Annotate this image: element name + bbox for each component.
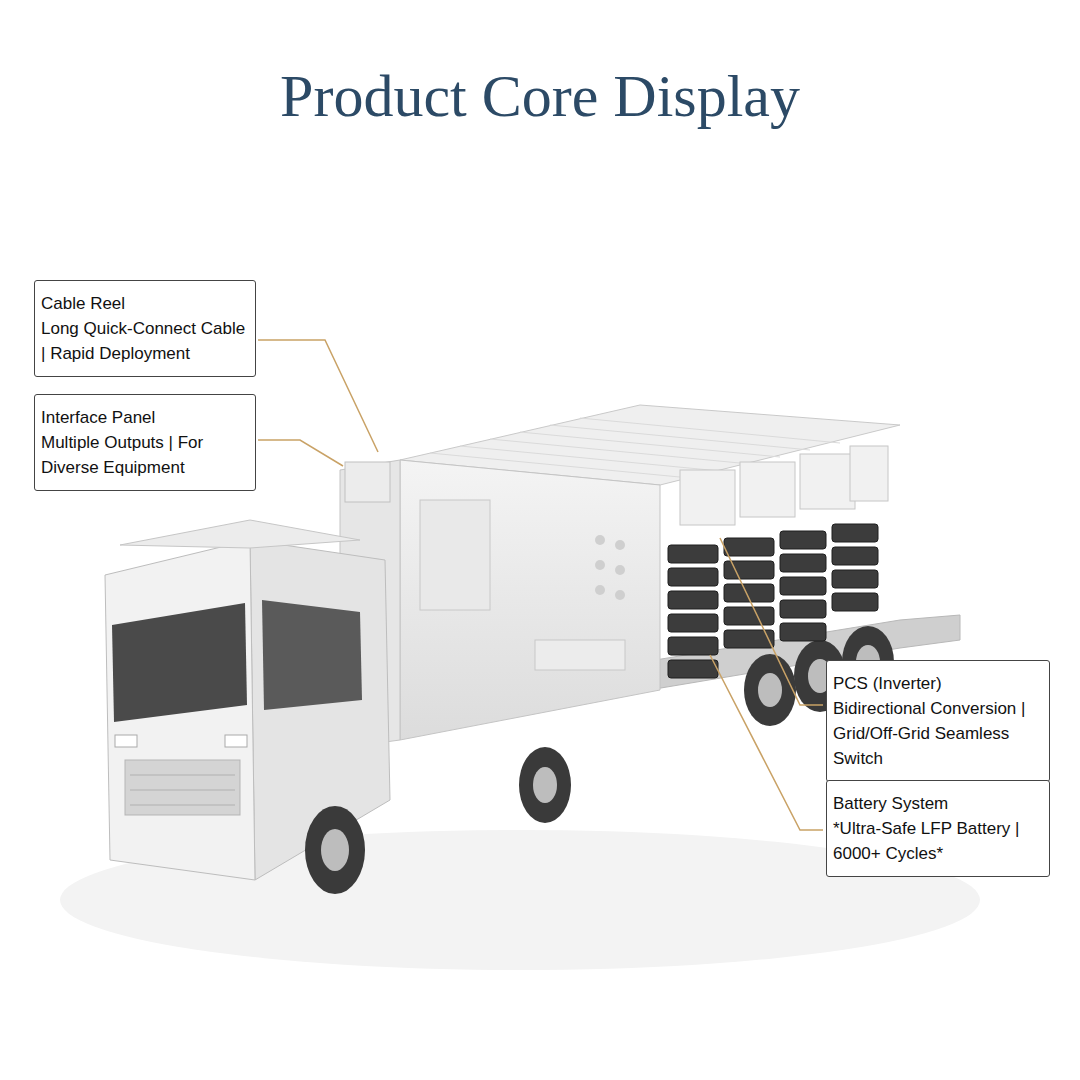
callout-body: Bidirectional Conversion | Grid/Off-Grid… [833,696,1043,771]
callout-box: PCS (Inverter)Bidirectional Conversion |… [826,660,1050,782]
callout-box: Battery System*Ultra-Safe LFP Battery | … [826,780,1050,877]
callout-body: Long Quick-Connect Cable | Rapid Deploym… [41,316,249,366]
callout-box: Cable ReelLong Quick-Connect Cable | Rap… [34,280,256,377]
callout-heading: PCS (Inverter) [833,671,1043,696]
page-title: Product Core Display [0,62,1080,131]
callout-heading: Interface Panel [41,405,249,430]
callout-heading: Battery System [833,791,1043,816]
callout-box: Interface PanelMultiple Outputs | For Di… [34,394,256,491]
callout-body: Multiple Outputs | For Diverse Equipment [41,430,249,480]
callout-body: *Ultra-Safe LFP Battery | 6000+ Cycles* [833,816,1043,866]
callout-heading: Cable Reel [41,291,249,316]
